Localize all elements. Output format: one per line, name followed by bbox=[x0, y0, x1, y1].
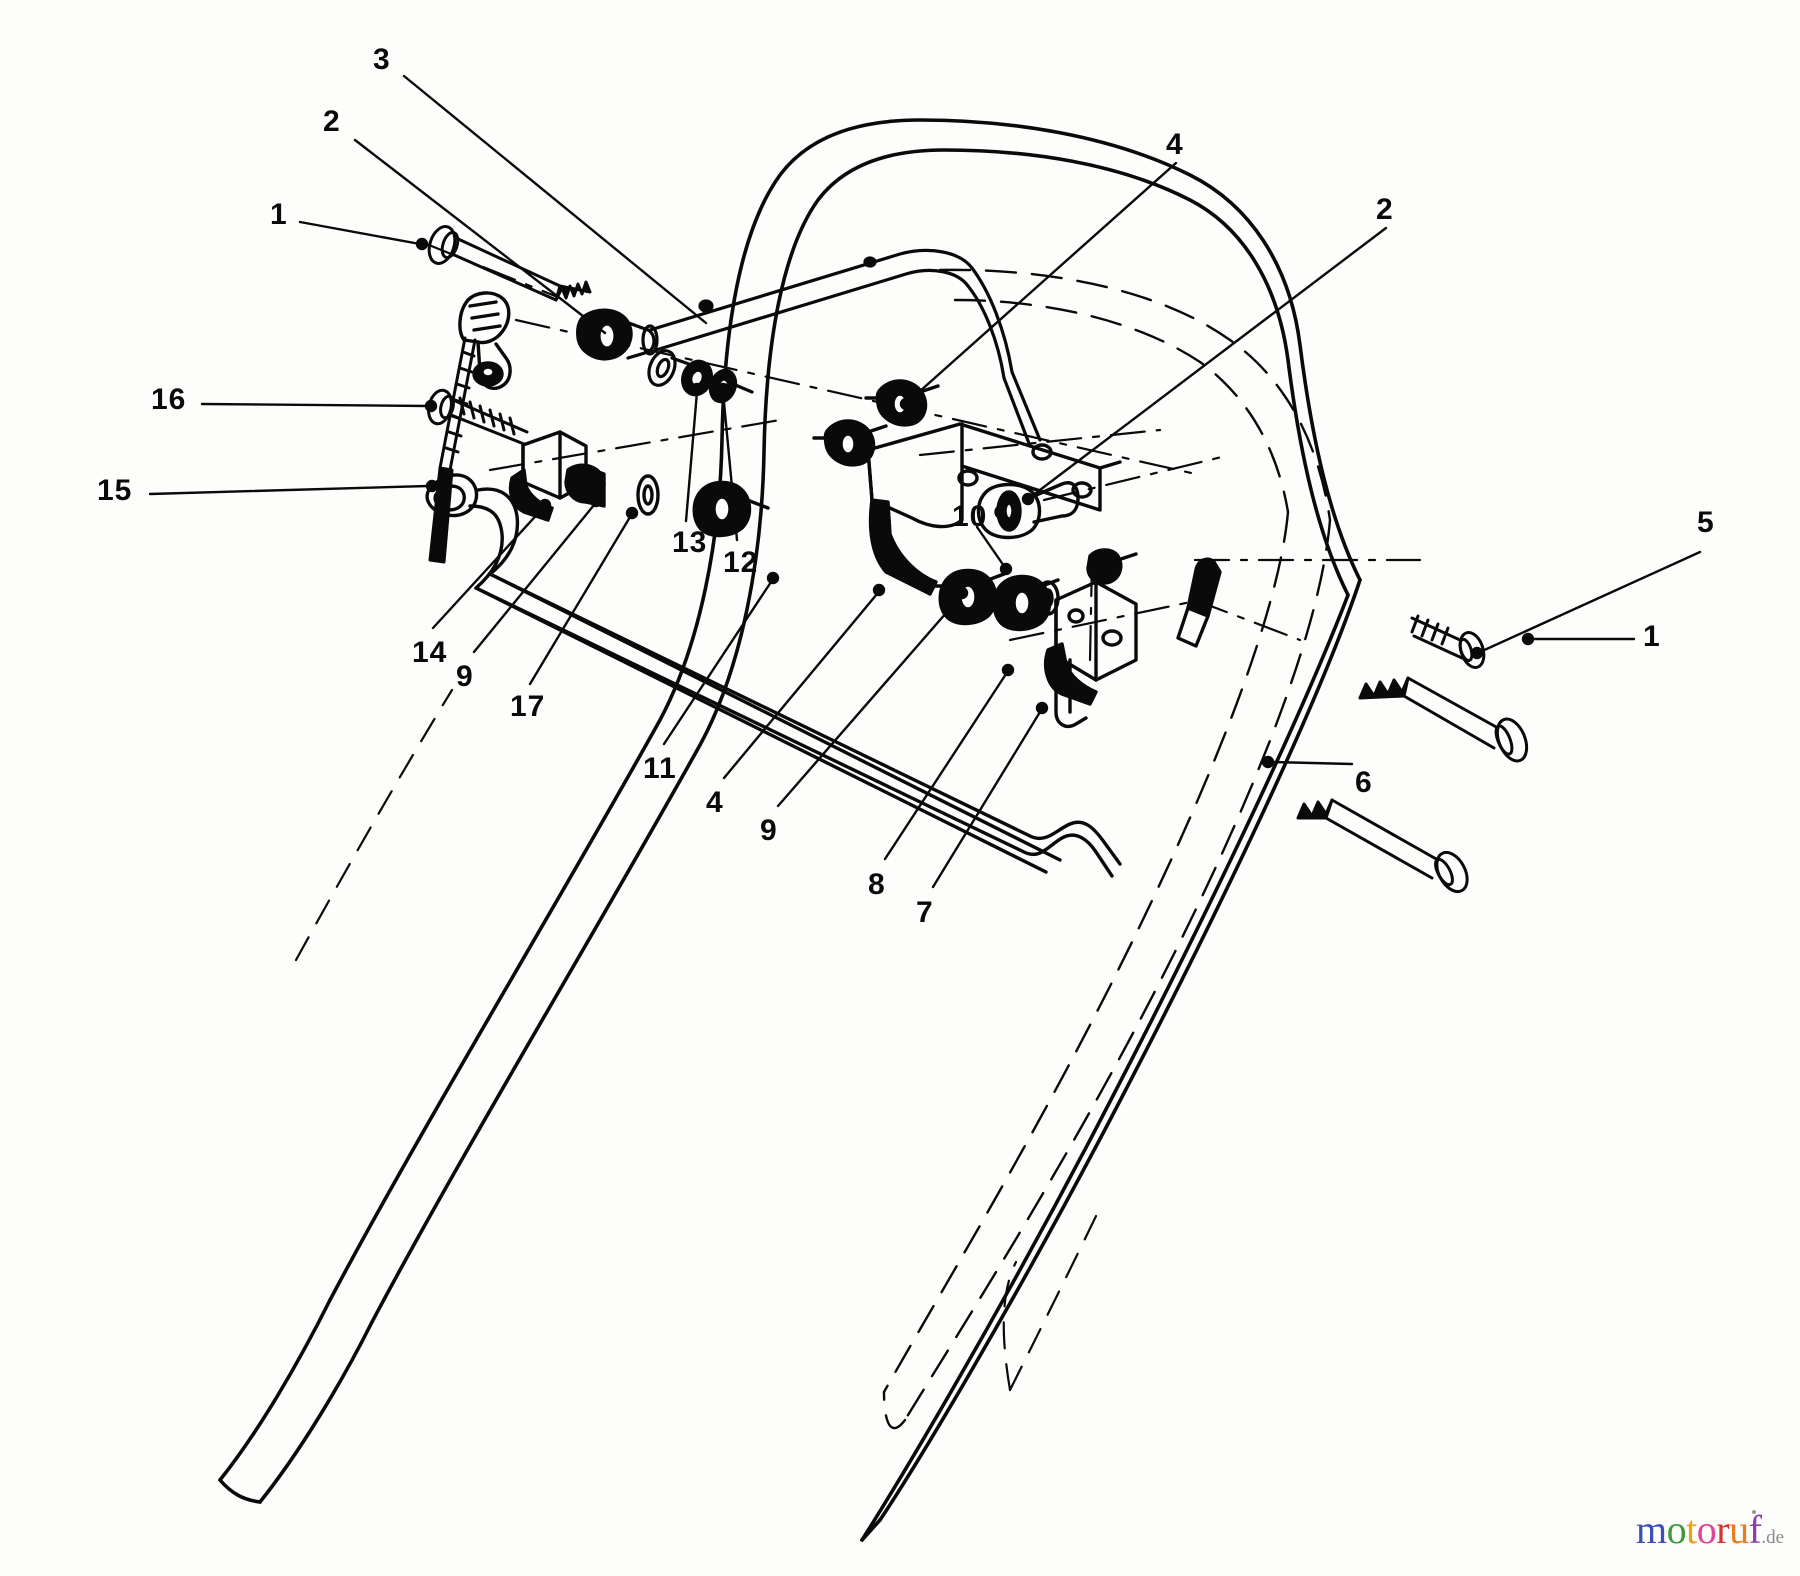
callout-6: 6 bbox=[1355, 766, 1373, 799]
motoruf-watermark-logo: motoruf.de bbox=[1636, 1508, 1796, 1552]
callout-5: 5 bbox=[1697, 506, 1715, 539]
callout-1-upper-left: 1 bbox=[270, 198, 288, 231]
handle-bar-outline bbox=[328, 118, 1362, 1324]
callout-17: 17 bbox=[510, 690, 546, 723]
callout-3: 3 bbox=[373, 43, 391, 76]
watermark-dot bbox=[1752, 1510, 1756, 1514]
phantom-handle-outline bbox=[882, 268, 1332, 1430]
callout-9-lower: 9 bbox=[760, 814, 778, 847]
watermark-letter-u: u bbox=[1729, 1507, 1749, 1552]
handle-lower-right-tube bbox=[860, 578, 1362, 1542]
callout-2-upper-left: 2 bbox=[323, 105, 341, 138]
watermark-letter-r: r bbox=[1716, 1507, 1730, 1552]
part-bracket-upper-right bbox=[812, 379, 1122, 596]
callout-4-upper-right: 4 bbox=[1166, 128, 1184, 161]
watermark-letter-f: f bbox=[1748, 1507, 1762, 1552]
watermark-letter-t: t bbox=[1686, 1507, 1697, 1552]
callout-13: 13 bbox=[672, 526, 708, 559]
handle-hidden-detail bbox=[294, 688, 1100, 1392]
part-bushing-cluster-upper bbox=[576, 248, 1042, 448]
part-long-rod bbox=[474, 572, 1122, 878]
part-screw-16 bbox=[427, 388, 529, 446]
watermark-letter-o1: o bbox=[1666, 1507, 1687, 1552]
callout-4-lower: 4 bbox=[706, 786, 724, 819]
callout-11: 11 bbox=[643, 752, 677, 785]
callout-15: 15 bbox=[97, 474, 133, 507]
watermark-letter-m: m bbox=[1636, 1507, 1667, 1552]
part-clamp-block-lower-right bbox=[932, 548, 1222, 729]
callout-16: 16 bbox=[151, 383, 187, 416]
watermark-suffix: .de bbox=[1761, 1527, 1785, 1548]
part-knob-10 bbox=[976, 481, 1080, 540]
part-screw-5 bbox=[1410, 614, 1486, 669]
callout-14: 14 bbox=[412, 636, 448, 669]
callout-1-right: 1 bbox=[1643, 620, 1661, 653]
callout-7: 7 bbox=[916, 896, 934, 929]
callout-9-left: 9 bbox=[456, 660, 474, 693]
part-bolt-right-mid bbox=[1358, 676, 1529, 763]
part-bolt-right-lower bbox=[1296, 798, 1469, 894]
handle-lower-left-tube bbox=[218, 1298, 374, 1504]
part-bolt-upper-left bbox=[427, 225, 592, 302]
callout-12: 12 bbox=[723, 546, 759, 579]
watermark-letter-o2: o bbox=[1696, 1507, 1717, 1552]
part-control-rod-loop bbox=[425, 473, 1062, 874]
part-rod-15 bbox=[428, 336, 477, 564]
callout-2-right: 2 bbox=[1376, 193, 1394, 226]
callout-10: 10 bbox=[952, 500, 988, 533]
part-lever-clevis bbox=[458, 291, 512, 391]
callout-8: 8 bbox=[868, 868, 886, 901]
callout-leaders bbox=[148, 74, 1702, 889]
